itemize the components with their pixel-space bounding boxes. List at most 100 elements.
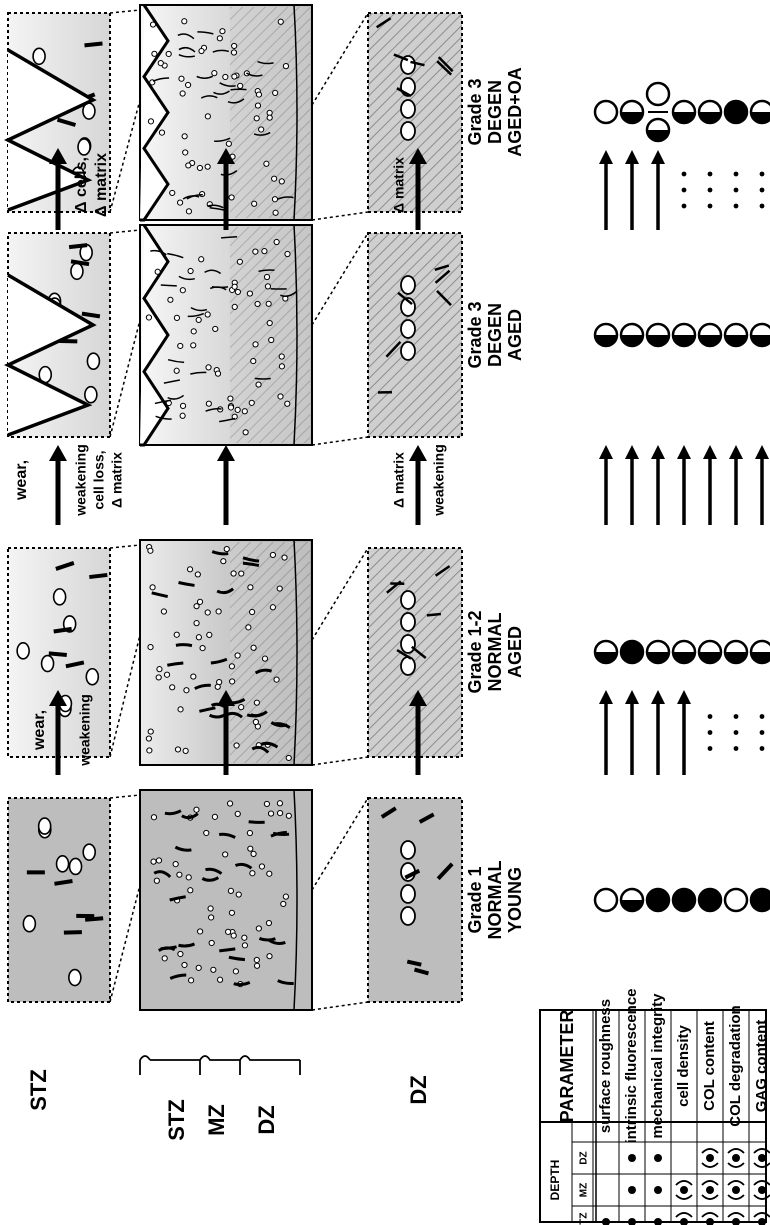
dz-inset: [368, 548, 462, 757]
fibrillated-surface: [140, 225, 168, 445]
inset-cell: [70, 858, 82, 874]
arrow-label: Δ matrix: [391, 452, 407, 508]
chondrocyte: [272, 176, 277, 181]
chondrocyte: [180, 403, 185, 408]
chondrocyte: [229, 195, 234, 200]
arrow-label: cell loss,: [91, 450, 107, 509]
chondrocyte: [229, 664, 234, 669]
param-arrow-head: [599, 445, 613, 459]
chondrocyte: [259, 127, 264, 132]
inset-cell: [57, 856, 69, 872]
parameter-name: mechanical integrity: [649, 993, 666, 1139]
chondrocyte: [251, 358, 256, 363]
chondrocyte: [267, 320, 272, 325]
param-arrow-head: [599, 690, 613, 704]
param-arrow-head: [677, 690, 691, 704]
chondrocyte: [223, 852, 228, 857]
row-arrow-2-head: [49, 445, 67, 461]
chondrocyte: [186, 209, 191, 214]
parameter-name: COL content: [701, 1021, 718, 1111]
zone-bracket: [140, 1056, 300, 1060]
chondrocyte: [262, 249, 267, 254]
chondrocyte: [248, 585, 253, 590]
chondrocyte: [230, 679, 235, 684]
collagen-fiber: [176, 645, 192, 646]
chondrocyte: [242, 943, 247, 948]
chondrocyte: [178, 200, 183, 205]
chondrocyte: [191, 329, 196, 334]
zoom-line: [110, 320, 140, 437]
inset-cell: [17, 643, 29, 659]
chondrocyte: [164, 672, 169, 677]
depth-mark: [732, 1154, 740, 1162]
chondrocyte: [228, 888, 233, 893]
zoom-line: [110, 885, 140, 1002]
param-dots: [708, 204, 713, 209]
chondrocyte: [194, 621, 199, 626]
chondrocyte: [238, 83, 243, 88]
zoom-line: [110, 10, 140, 13]
arrow-label: Δ cells,: [73, 157, 90, 213]
chondrocyte: [274, 239, 279, 244]
zone-label-stz: STZ: [164, 1099, 189, 1141]
chondrocyte: [209, 940, 214, 945]
inset-cell: [39, 818, 51, 834]
chondrocyte: [211, 967, 216, 972]
chondrocyte: [156, 675, 161, 680]
zoom-line: [110, 635, 140, 757]
zone-label-mz: MZ: [204, 1104, 229, 1136]
inset-cell: [54, 589, 66, 605]
inset-cell: [401, 635, 415, 653]
chondrocyte: [267, 954, 272, 959]
chondrocyte: [235, 653, 240, 658]
chondrocyte: [270, 552, 275, 557]
chondrocyte: [264, 801, 269, 806]
chondrocyte: [234, 743, 239, 748]
chondrocyte: [205, 164, 210, 169]
parameter-name: intrinsic fluorescence: [623, 988, 640, 1143]
inset-fiber: [82, 314, 100, 317]
chondrocyte: [215, 371, 220, 376]
depth-mark: [732, 1218, 740, 1225]
chondrocyte: [148, 548, 153, 553]
chondrocyte: [232, 284, 237, 289]
state-half-fill: [751, 652, 770, 663]
chondrocyte: [237, 259, 242, 264]
chondrocyte: [154, 878, 159, 883]
param-dots: [734, 172, 739, 177]
chondrocyte: [254, 957, 259, 962]
chondrocyte: [246, 625, 251, 630]
chondrocyte: [277, 801, 282, 806]
chondrocyte: [186, 163, 191, 168]
chondrocyte: [231, 571, 236, 576]
chondrocyte: [264, 274, 269, 279]
chondrocyte: [183, 150, 188, 155]
chondrocyte: [178, 343, 183, 348]
fibrillated-surface: [140, 5, 168, 220]
chondrocyte: [233, 969, 238, 974]
chondrocyte: [236, 892, 241, 897]
chondrocyte: [253, 249, 258, 254]
collagen-fiber: [212, 287, 228, 288]
param-dots: [734, 730, 739, 735]
chondrocyte: [268, 811, 273, 816]
chondrocyte: [232, 304, 237, 309]
parameter-name: cell density: [675, 1024, 692, 1106]
age-label: AGED: [505, 309, 525, 361]
inset-cell: [401, 122, 415, 140]
chondrocyte: [262, 656, 267, 661]
arrow-label: Δ matrix: [93, 153, 110, 217]
chondrocyte: [231, 933, 236, 938]
param-dots: [708, 188, 713, 193]
chondrocyte: [205, 610, 210, 615]
chondrocyte: [197, 929, 202, 934]
chondrocyte: [180, 91, 185, 96]
chondrocyte: [235, 811, 240, 816]
chondrocyte: [253, 342, 258, 347]
chondrocyte: [235, 289, 240, 294]
chondrocyte: [247, 291, 252, 296]
chondrocyte: [228, 405, 233, 410]
